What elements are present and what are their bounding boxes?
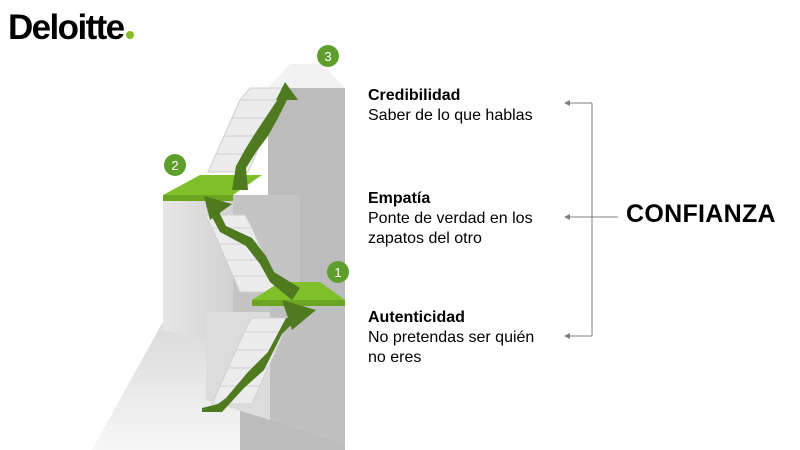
green-arrow-path [202, 82, 316, 412]
step-description: Ponte de verdad en los [368, 210, 533, 227]
step-description: No pretendas ser quién [368, 329, 535, 346]
step-title: Credibilidad [368, 87, 461, 104]
landing-1 [252, 282, 345, 300]
arrow-left-icon [564, 214, 570, 220]
arrow-left-icon [564, 333, 570, 339]
step-credibilidad: Credibilidad Saber de lo que hablas [368, 86, 533, 126]
step-title: Empatía [368, 190, 431, 207]
step-description: Saber de lo que hablas [368, 107, 533, 124]
arrow-left-icon [564, 100, 570, 106]
lower-block-side [270, 300, 345, 445]
badge-3-label: 3 [324, 49, 331, 64]
deloitte-logo: Deloitte [8, 8, 134, 48]
step-description-cont: no eres [368, 349, 422, 366]
step-title: Autenticidad [368, 309, 465, 326]
logo-dot [125, 31, 134, 39]
logo-wordmark: Deloitte [8, 8, 125, 47]
step-autenticidad: Autenticidad No pretendas ser quién no e… [368, 308, 534, 368]
badge-2: 2 [164, 154, 186, 176]
summary-label: CONFIANZA [626, 200, 776, 228]
landing-1-front [252, 300, 345, 306]
badge-1: 1 [327, 261, 349, 283]
badge-2-label: 2 [171, 158, 178, 173]
badge-1-label: 1 [334, 265, 341, 280]
step-empatia: Empatía Ponte de verdad en los zapatos d… [368, 189, 533, 249]
badge-3: 3 [317, 45, 339, 67]
step-description-cont: zapatos del otro [368, 230, 482, 247]
upper-tower-top [268, 64, 345, 88]
